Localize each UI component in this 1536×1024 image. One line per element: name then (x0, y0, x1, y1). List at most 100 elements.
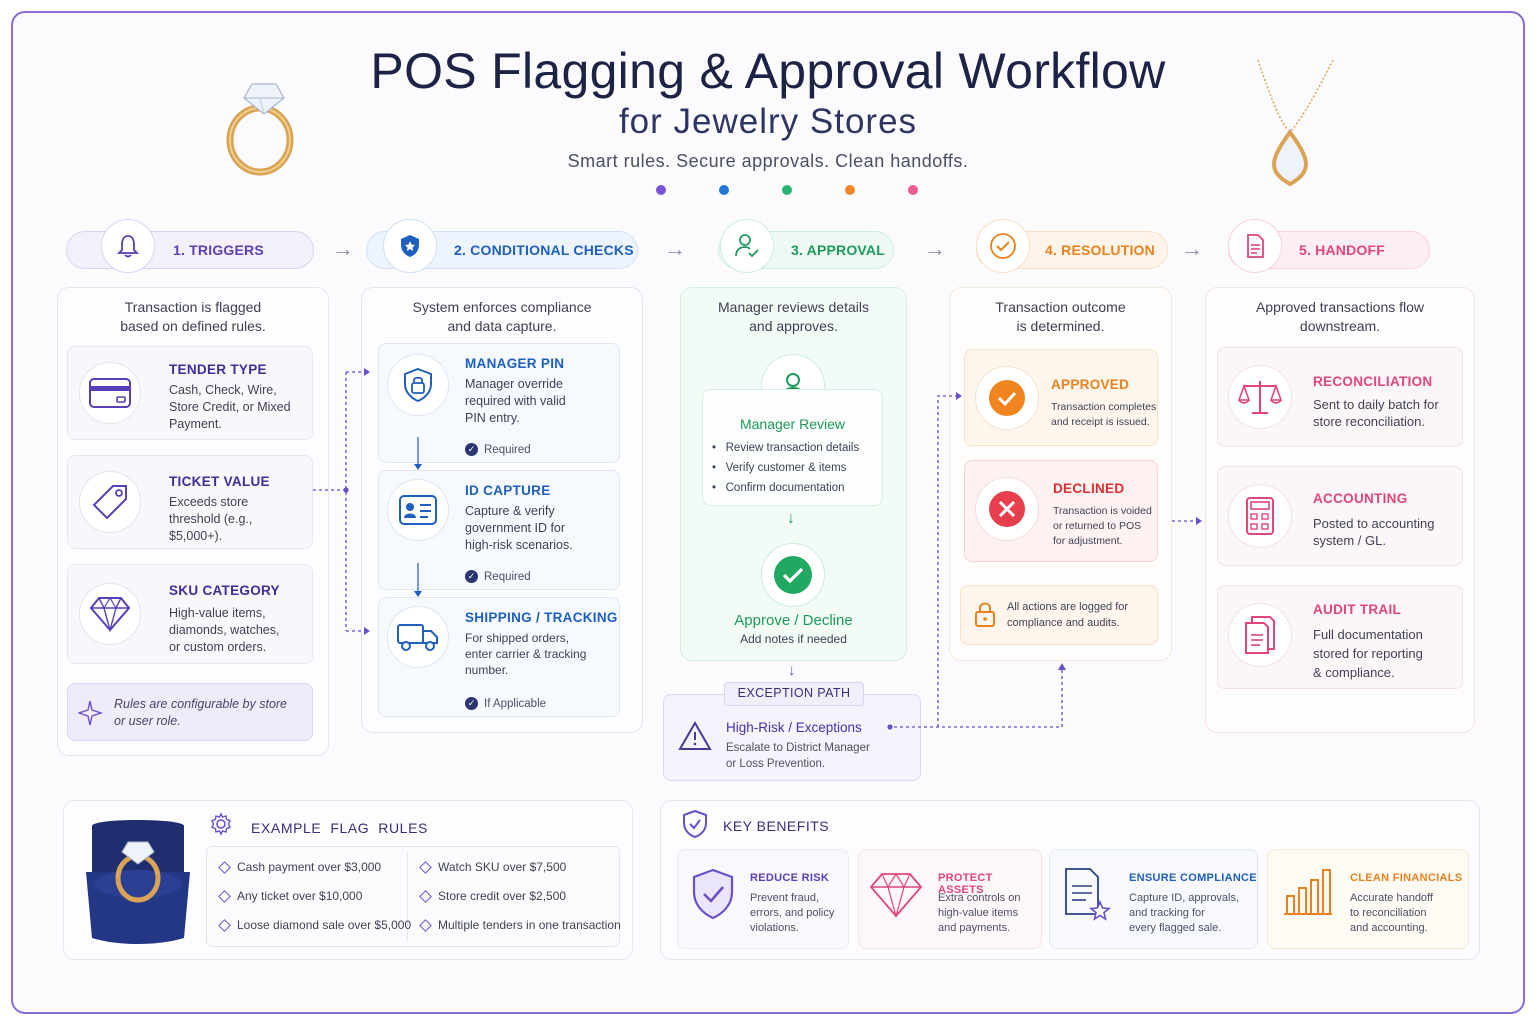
manager-review-list: • Review transaction details • Verify cu… (712, 438, 859, 498)
handoff-card-audit-trail: AUDIT TRAIL Full documentation stored fo… (1217, 585, 1463, 689)
scales-icon (1228, 365, 1292, 429)
user-check-icon (720, 219, 774, 273)
stage-color-dots (652, 185, 922, 197)
rule-diamond-icon (218, 860, 231, 874)
check-circle-icon (976, 219, 1030, 273)
rule-item: Cash payment over $3,000 (218, 860, 382, 874)
review-item: • Confirm documentation (712, 482, 845, 494)
required-badge: ✓ Required (465, 570, 531, 583)
benefit-protect-assets: PROTECT ASSETS Extra controls on high-va… (858, 849, 1042, 949)
manager-review-title: Manager Review (739, 416, 846, 432)
rule-text: Cash payment over $3,000 (237, 860, 382, 874)
shield-icon (383, 219, 437, 273)
dot-blue (719, 185, 729, 195)
key-benefits-title: KEY BENEFITS (723, 818, 830, 834)
triggers-intro: Transaction is flagged based on defined … (120, 299, 266, 334)
handoff-desc: Sent to daily batch for store reconcilia… (1313, 397, 1439, 429)
check-badge-icon: ✓ (465, 443, 478, 456)
declined-card: DECLINED Transaction is voided or return… (964, 460, 1158, 562)
review-item-text: Review transaction details (725, 442, 860, 454)
check-title: SHIPPING / TRACKING (465, 610, 618, 625)
review-item-text: Confirm documentation (725, 482, 845, 494)
check-desc: For shipped orders, enter carrier & trac… (465, 631, 587, 677)
approve-check-icon (761, 543, 825, 607)
approve-decline-title: Approve / Decline (734, 612, 853, 629)
audit-document-icon (1228, 603, 1292, 667)
rule-text: Any ticket over $10,000 (237, 889, 363, 903)
rules-divider (407, 853, 408, 941)
trigger-card-tender-type: TENDER TYPE Cash, Check, Wire, Store Cre… (67, 346, 313, 440)
rule-item: Watch SKU over $7,500 (419, 860, 566, 874)
approved-card: APPROVED Transaction completes and recei… (964, 349, 1158, 446)
dot-pink (908, 185, 918, 195)
check-desc: Capture & verify government ID for high-… (465, 504, 573, 552)
handoff-intro: Approved transactions flow downstream. (1255, 299, 1425, 334)
example-rules-title: EXAMPLE FLAG RULES (251, 820, 428, 836)
shield-check-icon (692, 868, 734, 920)
review-item: • Review transaction details (712, 442, 860, 454)
benefit-desc: Extra controls on high-value items and p… (938, 892, 1021, 934)
benefit-title: CLEAN FINANCIALS (1350, 872, 1463, 884)
check-title: MANAGER PIN (465, 356, 565, 371)
bell-icon (101, 219, 155, 273)
exception-path-tag: EXCEPTION PATH (724, 682, 864, 706)
resolution-intro: Transaction outcome is determined. (995, 299, 1126, 334)
rules-configurable-note: Rules are configurable by store or user … (67, 683, 313, 741)
header-arrow-3: → (924, 236, 946, 261)
exception-desc: Escalate to District Manager or Loss Pre… (726, 742, 870, 770)
handoff-desc: Full documentation stored for reporting … (1313, 627, 1423, 680)
badge-label: Required (484, 443, 531, 456)
handoff-card-accounting: ACCOUNTING Posted to accounting system /… (1217, 466, 1463, 566)
rule-item: Store credit over $2,500 (419, 889, 566, 903)
bar-chart-icon (1284, 869, 1332, 915)
handoff-card-reconciliation: RECONCILIATION Sent to daily batch for s… (1217, 347, 1463, 447)
trigger-title: SKU CATEGORY (169, 583, 280, 598)
dot-green (782, 185, 792, 195)
audit-log-note: All actions are logged for compliance an… (960, 585, 1158, 645)
calculator-icon (1228, 484, 1292, 548)
lock-shield-icon (387, 354, 449, 416)
connector-exception-to-resolution (894, 668, 1063, 728)
diamond-icon (79, 583, 141, 645)
approval-arrow-down: ↓ (787, 510, 795, 527)
check-desc: Manager override required with valid PIN… (465, 377, 566, 425)
page-tagline: Smart rules. Secure approvals. Clean han… (567, 151, 969, 171)
benefit-reduce-risk: REDUCE RISK Prevent fraud, errors, and p… (677, 849, 849, 949)
benefit-desc: Accurate handoff to reconciliation and a… (1350, 892, 1433, 934)
ring-illustration (226, 83, 294, 176)
checks-intro: System enforces compliance and data capt… (412, 299, 592, 334)
gear-icon (211, 812, 231, 836)
exception-title: High-Risk / Exceptions (726, 720, 862, 735)
dot-orange (845, 185, 855, 195)
approved-title: APPROVED (1051, 377, 1130, 392)
dot-purple (656, 185, 666, 195)
id-card-icon (387, 479, 449, 541)
benefit-desc: Capture ID, approvals, and tracking for … (1129, 892, 1240, 934)
approved-desc: Transaction completes and receipt is iss… (1051, 401, 1157, 428)
trigger-desc: Exceeds store threshold (e.g., $5,000+). (169, 495, 253, 543)
rule-item: Any ticket over $10,000 (218, 889, 363, 903)
credit-card-icon (79, 362, 141, 424)
document-icon (1228, 219, 1282, 273)
header-arrow-2: → (664, 236, 686, 261)
handoff-title: AUDIT TRAIL (1313, 602, 1402, 617)
declined-desc: Transaction is voided or returned to POS… (1053, 505, 1152, 547)
badge-label: If Applicable (484, 697, 547, 710)
audit-log-text: All actions are logged for compliance an… (1007, 601, 1129, 629)
page-title: POS Flagging & Approval Workflow (370, 43, 1166, 99)
rule-text: Multiple tenders in one transaction (438, 918, 621, 932)
approved-check-icon (975, 366, 1039, 430)
rule-item: Loose diamond sale over $5,000 (218, 918, 411, 932)
stage-label-resolution: 4. RESOLUTION (1045, 242, 1155, 258)
trigger-desc: Cash, Check, Wire, Store Credit, or Mixe… (169, 383, 291, 431)
manager-review-box: Manager Review • Review transaction deta… (702, 389, 883, 506)
check-badge-icon: ✓ (465, 570, 478, 583)
benefit-desc: Prevent fraud, errors, and policy violat… (750, 892, 835, 934)
stage-label-approval: 3. APPROVAL (791, 242, 885, 258)
rule-diamond-icon (218, 889, 231, 903)
ring-box-illustration (86, 820, 190, 944)
rule-diamond-icon (419, 860, 432, 874)
badge-label: Required (484, 570, 531, 583)
handoff-title: ACCOUNTING (1313, 491, 1408, 506)
connector-exception-to-approved (937, 395, 956, 727)
